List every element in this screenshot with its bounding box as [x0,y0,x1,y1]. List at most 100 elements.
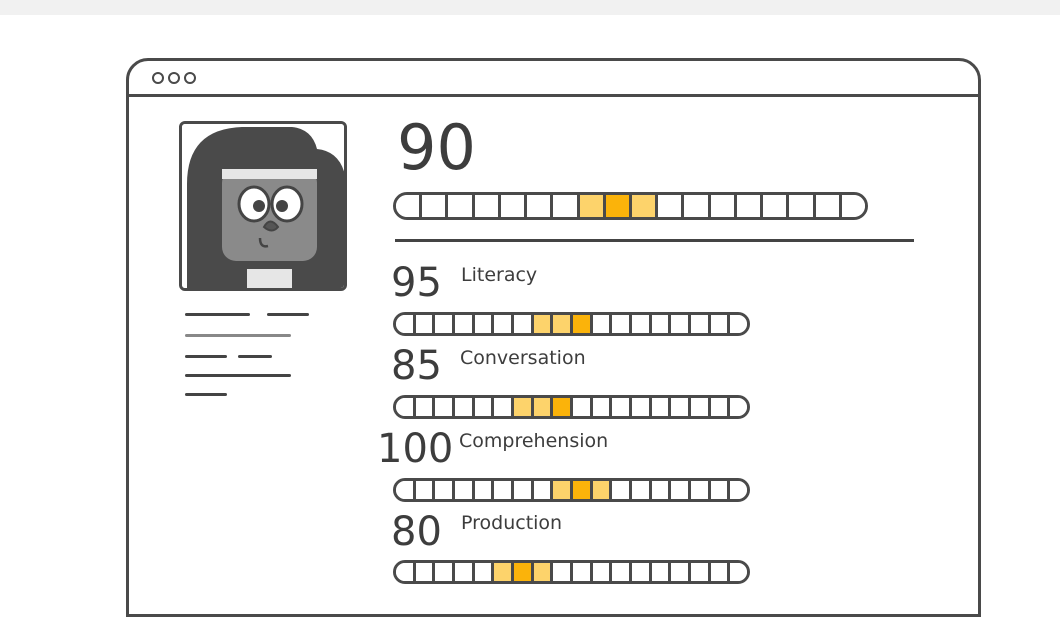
bar-segment [589,315,610,333]
window-dot-icon [168,72,180,84]
production-label: Production [461,512,563,534]
bar-segment [707,398,728,416]
bar-segment [688,315,708,333]
literacy-score: 95 [391,260,442,306]
window-dot-icon [152,72,164,84]
bar-segment [511,315,531,333]
production-score-bar [393,560,750,584]
bar-segment [648,315,669,333]
bar-segment [609,481,630,499]
bar-segment [396,481,413,499]
bar-segment [471,315,492,333]
browser-window: 90 95 Literacy 85 Conversation 100 Compr… [126,58,981,617]
bar-segment [570,398,590,416]
bar-segment [727,398,747,416]
bar-segment [570,563,590,581]
bar-segment [491,315,512,333]
bar-segment [648,563,669,581]
bar-segment [412,398,433,416]
profile-text-line [185,355,227,358]
bar-segment [471,398,492,416]
bar-segment [412,563,433,581]
bar-segment [396,563,413,581]
bar-segment [432,315,453,333]
bar-segment [445,195,472,217]
bar-segment [419,195,446,217]
bar-segment [609,315,630,333]
bar-segment [432,481,453,499]
bar-segment [688,481,708,499]
overall-score-bar [393,192,868,220]
profile-text-line [185,374,291,377]
bar-segment [733,195,761,217]
bar-segment [609,398,630,416]
overall-score: 90 [397,111,476,184]
bar-segment [628,195,656,217]
bar-segment [707,315,728,333]
bar-segment [550,398,571,416]
bar-segment [707,481,728,499]
bar-segment [589,563,610,581]
bar-segment [491,398,512,416]
bar-segment [688,563,708,581]
bar-segment [524,195,551,217]
conversation-label: Conversation [460,347,586,369]
bar-segment [497,195,525,217]
bar-segment [760,195,787,217]
top-strip [0,0,1060,15]
comprehension-score-bar [393,478,750,502]
bar-segment [668,481,689,499]
bar-segment [648,481,669,499]
divider [395,239,914,242]
bar-segment [396,315,413,333]
bar-segment [452,481,472,499]
bar-segment [668,398,689,416]
bar-segment [727,315,747,333]
bar-segment [786,195,813,217]
bar-segment [609,563,630,581]
bar-segment [412,315,433,333]
bar-segment [432,398,453,416]
bar-segment [727,563,747,581]
bar-segment [550,315,571,333]
bar-segment [452,563,472,581]
bar-segment [570,315,590,333]
window-dot-icon [184,72,196,84]
bar-segment [396,195,420,217]
bar-segment [688,398,708,416]
bar-segment [396,398,413,416]
profile-text-line [185,393,227,396]
bar-segment [589,398,610,416]
bar-segment [629,398,649,416]
bar-segment [570,481,590,499]
bar-segment [550,481,571,499]
bar-segment [681,195,708,217]
bar-segment [471,563,492,581]
bar-segment [530,481,551,499]
bar-segment [727,481,747,499]
bar-segment [530,315,551,333]
bar-segment [511,563,531,581]
bar-segment [838,195,865,217]
comprehension-label: Comprehension [459,430,609,452]
production-score: 80 [391,509,442,555]
bar-segment [707,563,728,581]
bar-segment [452,315,472,333]
bar-segment [648,398,669,416]
bar-segment [491,563,512,581]
profile-text-line [238,355,272,358]
bar-segment [550,563,571,581]
bar-segment [550,195,577,217]
bar-segment [576,195,603,217]
bar-segment [629,315,649,333]
conversation-score-bar [393,395,750,419]
bar-segment [511,481,531,499]
conversation-score: 85 [391,343,442,389]
comprehension-score: 100 [377,426,454,472]
bar-segment [707,195,734,217]
bar-segment [629,481,649,499]
profile-text-line [185,313,250,316]
literacy-label: Literacy [461,264,538,286]
bar-segment [812,195,839,217]
profile-text-line [185,334,291,337]
